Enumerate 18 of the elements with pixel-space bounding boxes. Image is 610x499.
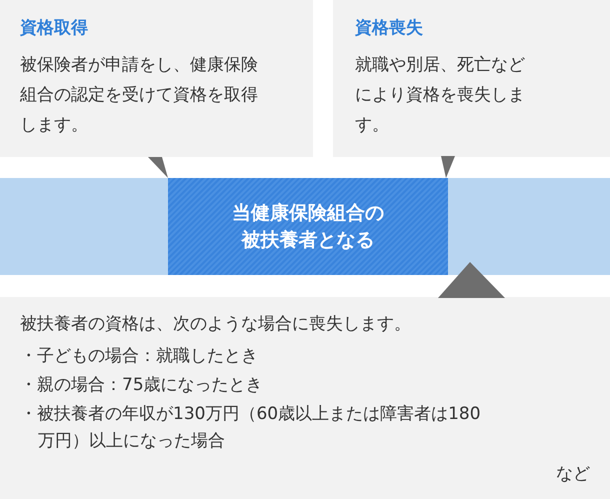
info-panel <box>0 297 610 499</box>
list-item: ・被扶養者の年収が130万円（60歳以上または障害者は180万円）以上になった場合 <box>20 403 482 453</box>
bubble-title: 資格喪失 <box>355 17 424 40</box>
bubble-text: 被保険者が申請をし、健康保険組合の認定を受けて資格を取得します。 <box>20 54 259 137</box>
speech-bubble <box>0 0 313 157</box>
list-item: ・子どもの場合：就職したとき <box>20 345 259 368</box>
panel-text: 被扶養者の資格は、次のような場合に喪失します。 <box>20 313 412 336</box>
list-item: ・親の場合：75歳になったとき <box>20 374 264 397</box>
bubble-title: 資格取得 <box>20 17 89 40</box>
bubble-text: 就職や別居、死亡などにより資格を喪失します。 <box>355 54 526 137</box>
band <box>0 178 610 275</box>
bubble-tail <box>441 156 455 178</box>
bubble-tail <box>438 262 505 298</box>
bubble-tail <box>148 157 168 178</box>
panel-note: など <box>555 463 590 486</box>
speech-bubble <box>333 0 610 157</box>
status-text: 当健康保険組合の被扶養者となる <box>231 201 385 253</box>
status-box <box>168 178 448 275</box>
